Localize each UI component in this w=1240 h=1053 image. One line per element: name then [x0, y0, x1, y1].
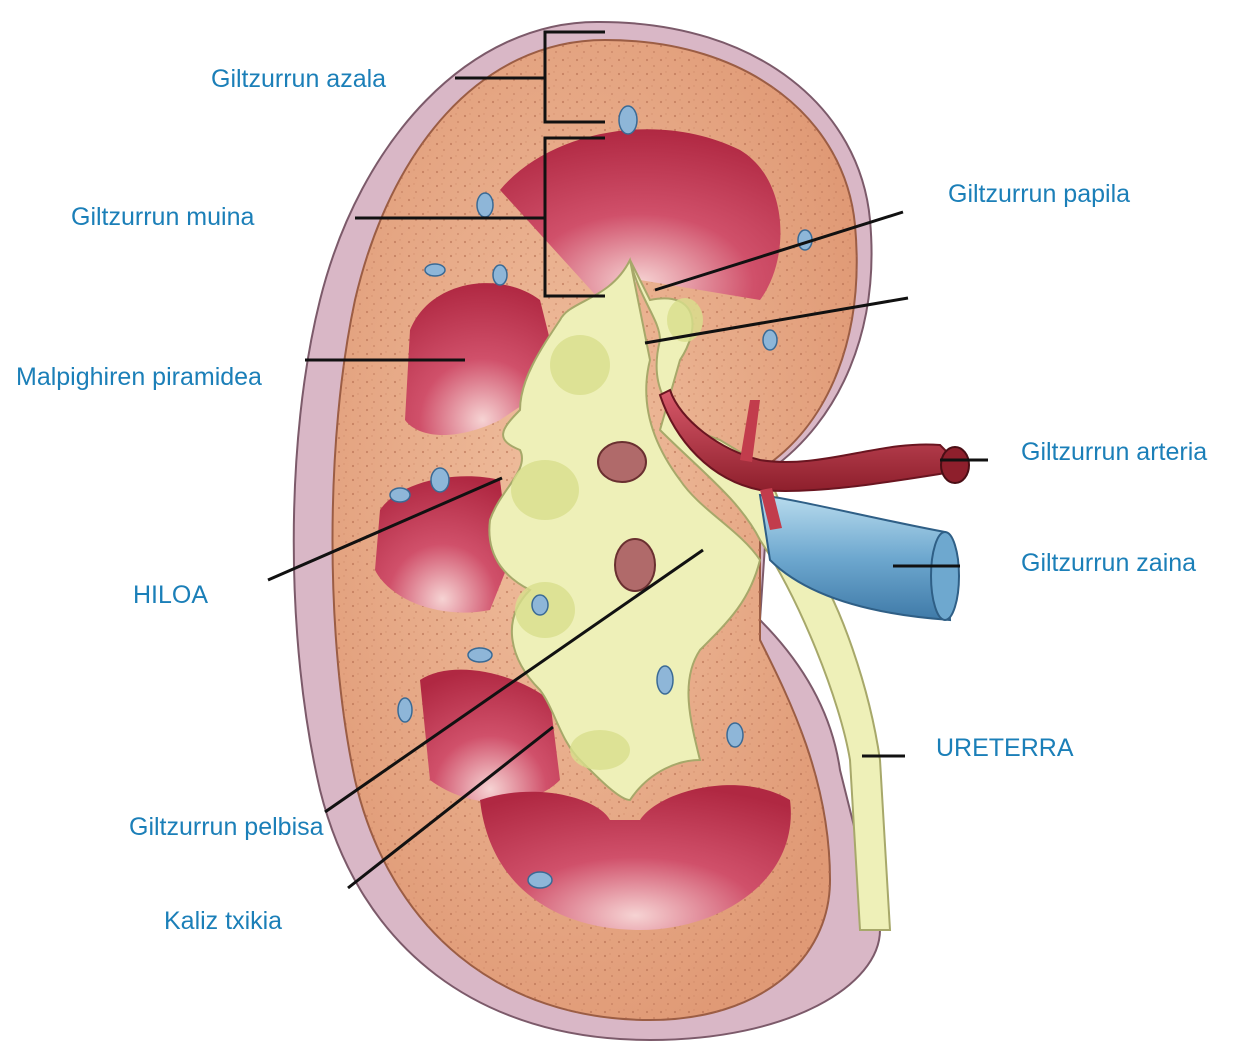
label-pyramid: Malpighiren piramidea — [16, 363, 262, 391]
hilum-leader — [267, 476, 503, 582]
pyramid-top — [500, 129, 781, 300]
label-vein: Giltzurrun zaina — [1021, 549, 1197, 577]
renal-vein — [758, 493, 952, 622]
pyramid-bottom — [480, 785, 791, 930]
label-minor-calyx: Kaliz txikia — [164, 907, 283, 935]
cortex-bracket — [455, 30, 605, 124]
label-ureter: URETERRA — [936, 734, 1074, 762]
minor-calyx-leader — [347, 725, 554, 890]
pyramid-mid-left — [375, 476, 510, 613]
label-artery: Giltzurrun arteria — [1021, 438, 1208, 466]
medulla-bracket — [355, 136, 605, 298]
leader-lines — [267, 30, 988, 890]
papilla-leader — [654, 210, 904, 292]
pelvis-upper-leader — [644, 296, 909, 345]
label-hilum: HILOA — [133, 581, 209, 609]
label-cortex: Giltzurrun azala — [211, 65, 387, 93]
label-papilla: Giltzurrun papila — [948, 180, 1131, 208]
label-pelvis: Giltzurrun pelbisa — [129, 813, 324, 841]
renal-pyramids — [375, 129, 791, 930]
pyramid-lower-left — [420, 669, 560, 803]
pelvis-leader — [324, 548, 704, 814]
label-medulla: Giltzurrun muina — [71, 203, 255, 231]
